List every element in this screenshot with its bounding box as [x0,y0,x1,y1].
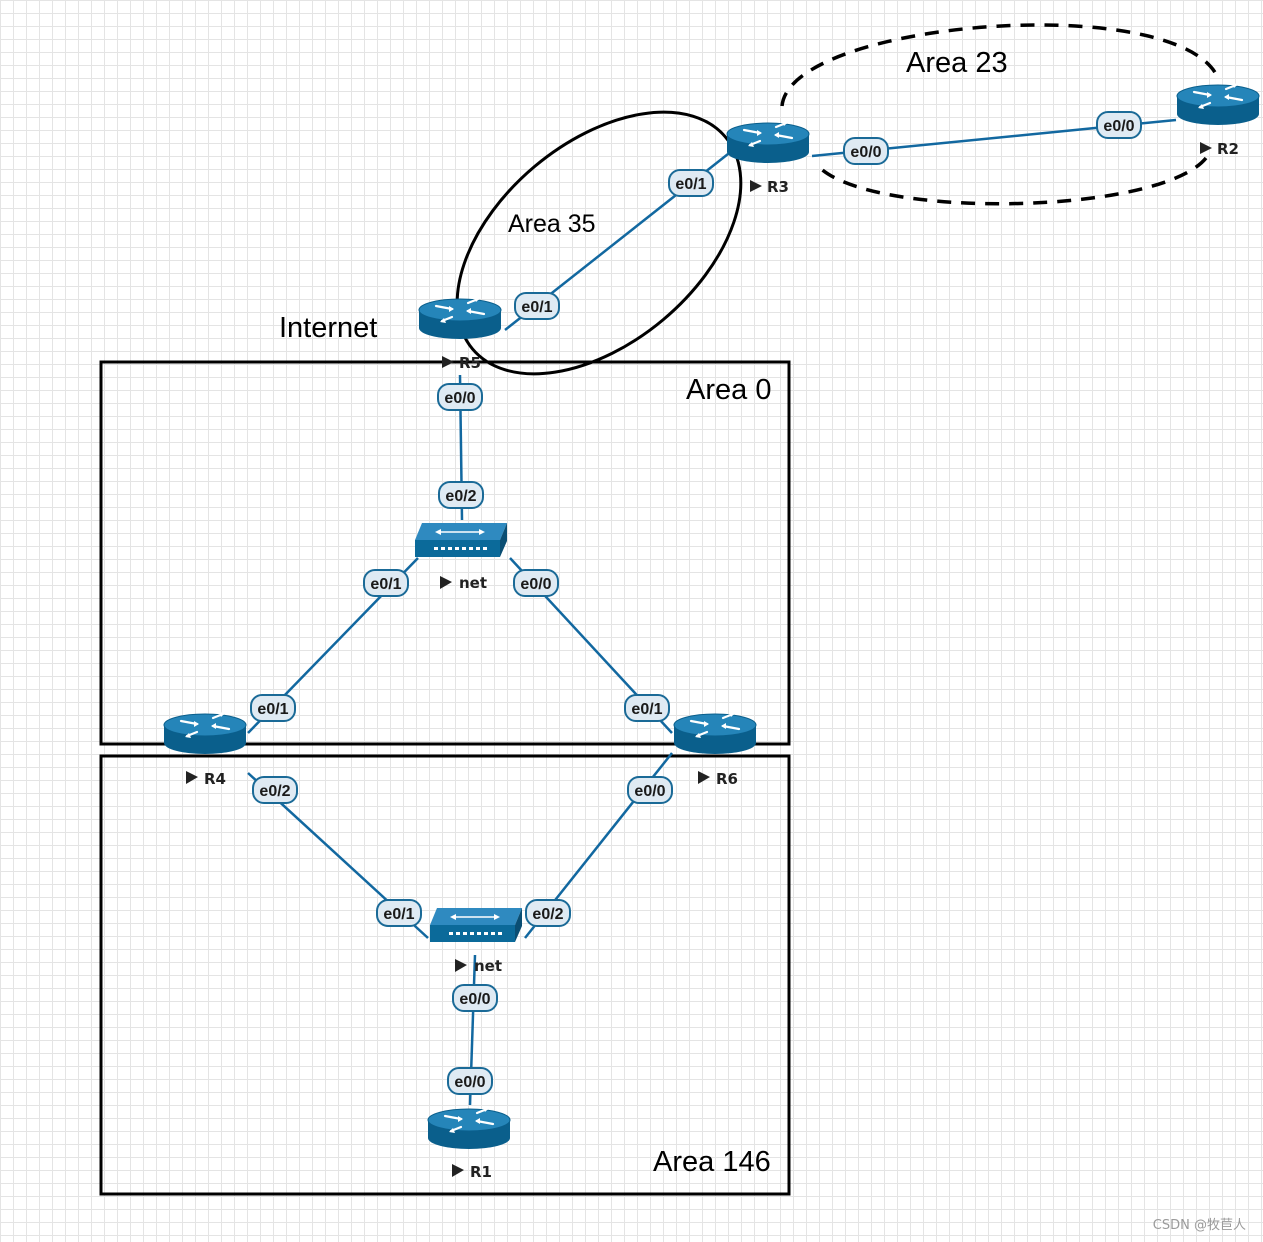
watermark: CSDN @牧苣人 [1153,1218,1246,1233]
internet-label: Internet [279,312,377,344]
svg-text:R2: R2 [1217,140,1239,158]
interface-label-r5-e0-0: e0/0 [437,383,483,411]
area-0-label: Area 0 [686,374,771,406]
interface-label-sw2-e0-2: e0/2 [525,899,571,927]
play-icon [440,576,452,589]
svg-text:e0/0: e0/0 [634,783,665,800]
interface-label-r3-e0-1: e0/1 [668,169,714,197]
interface-label-r1-e0-0: e0/0 [447,1067,493,1095]
area-35-label: Area 35 [508,210,596,238]
play-icon [186,771,198,784]
svg-text:e0/1: e0/1 [631,701,662,718]
svg-text:R5: R5 [459,354,481,372]
play-icon [452,1164,464,1177]
interface-label-r6-e0-1: e0/1 [624,694,670,722]
interface-label-r5-e0-1: e0/1 [514,292,560,320]
node-label-switch-bottom: net [455,957,502,975]
node-label-r6: R6 [698,770,738,788]
interface-label-r3-e0-0: e0/0 [843,137,889,165]
svg-text:R1: R1 [470,1163,492,1181]
svg-text:net: net [459,574,487,592]
svg-text:R3: R3 [767,178,789,196]
play-icon [455,959,467,972]
svg-text:R4: R4 [204,770,226,788]
play-icon [698,771,710,784]
svg-text:e0/2: e0/2 [532,906,563,923]
interface-label-sw1-e0-2: e0/2 [438,481,484,509]
svg-text:e0/0: e0/0 [850,144,881,161]
area-23-boundary [780,23,1220,206]
svg-text:e0/2: e0/2 [445,488,476,505]
svg-text:e0/1: e0/1 [257,701,288,718]
node-label-r3: R3 [750,178,789,196]
play-icon [750,180,762,192]
node-label-r2: R2 [1200,140,1239,158]
svg-text:net: net [474,957,502,975]
interface-label-r4-e0-1: e0/1 [250,694,296,722]
svg-text:e0/0: e0/0 [520,576,551,593]
node-label-r5: R5 [442,354,481,372]
router-r5-icon[interactable] [417,295,503,341]
interface-label-sw1-e0-1: e0/1 [363,569,409,597]
interface-label-r6-e0-0: e0/0 [627,776,673,804]
router-r2-icon[interactable] [1175,81,1261,127]
node-label-r4: R4 [186,770,226,788]
interface-label-r2-e0-0: e0/0 [1096,111,1142,139]
router-r3-icon[interactable] [725,119,811,165]
router-r4-icon[interactable] [162,710,248,756]
node-label-switch-top: net [440,574,487,592]
router-r1-icon[interactable] [426,1105,512,1151]
interface-label-sw2-e0-1: e0/1 [376,899,422,927]
interface-label-r4-e0-2: e0/2 [252,776,298,804]
interface-label-sw1-e0-0: e0/0 [513,569,559,597]
switch-bottom-icon[interactable] [429,907,523,943]
svg-text:e0/0: e0/0 [444,390,475,407]
area-146-label: Area 146 [653,1146,771,1178]
svg-text:e0/0: e0/0 [459,991,490,1008]
area-35-boundary [455,110,743,376]
node-label-r1: R1 [452,1163,492,1181]
area-23-label: Area 23 [906,47,1008,79]
svg-text:e0/0: e0/0 [454,1074,485,1091]
svg-text:e0/1: e0/1 [370,576,401,593]
switch-top-icon[interactable] [414,522,508,558]
svg-text:e0/1: e0/1 [521,299,552,316]
play-icon [1200,142,1212,154]
interface-label-sw2-e0-0: e0/0 [452,984,498,1012]
router-r6-icon[interactable] [672,710,758,756]
area-146-boundary [99,754,791,1196]
svg-text:e0/2: e0/2 [259,783,290,800]
svg-text:e0/1: e0/1 [383,906,414,923]
svg-text:e0/0: e0/0 [1103,118,1134,135]
play-icon [442,356,454,368]
svg-text:R6: R6 [716,770,738,788]
svg-text:e0/1: e0/1 [675,176,706,193]
